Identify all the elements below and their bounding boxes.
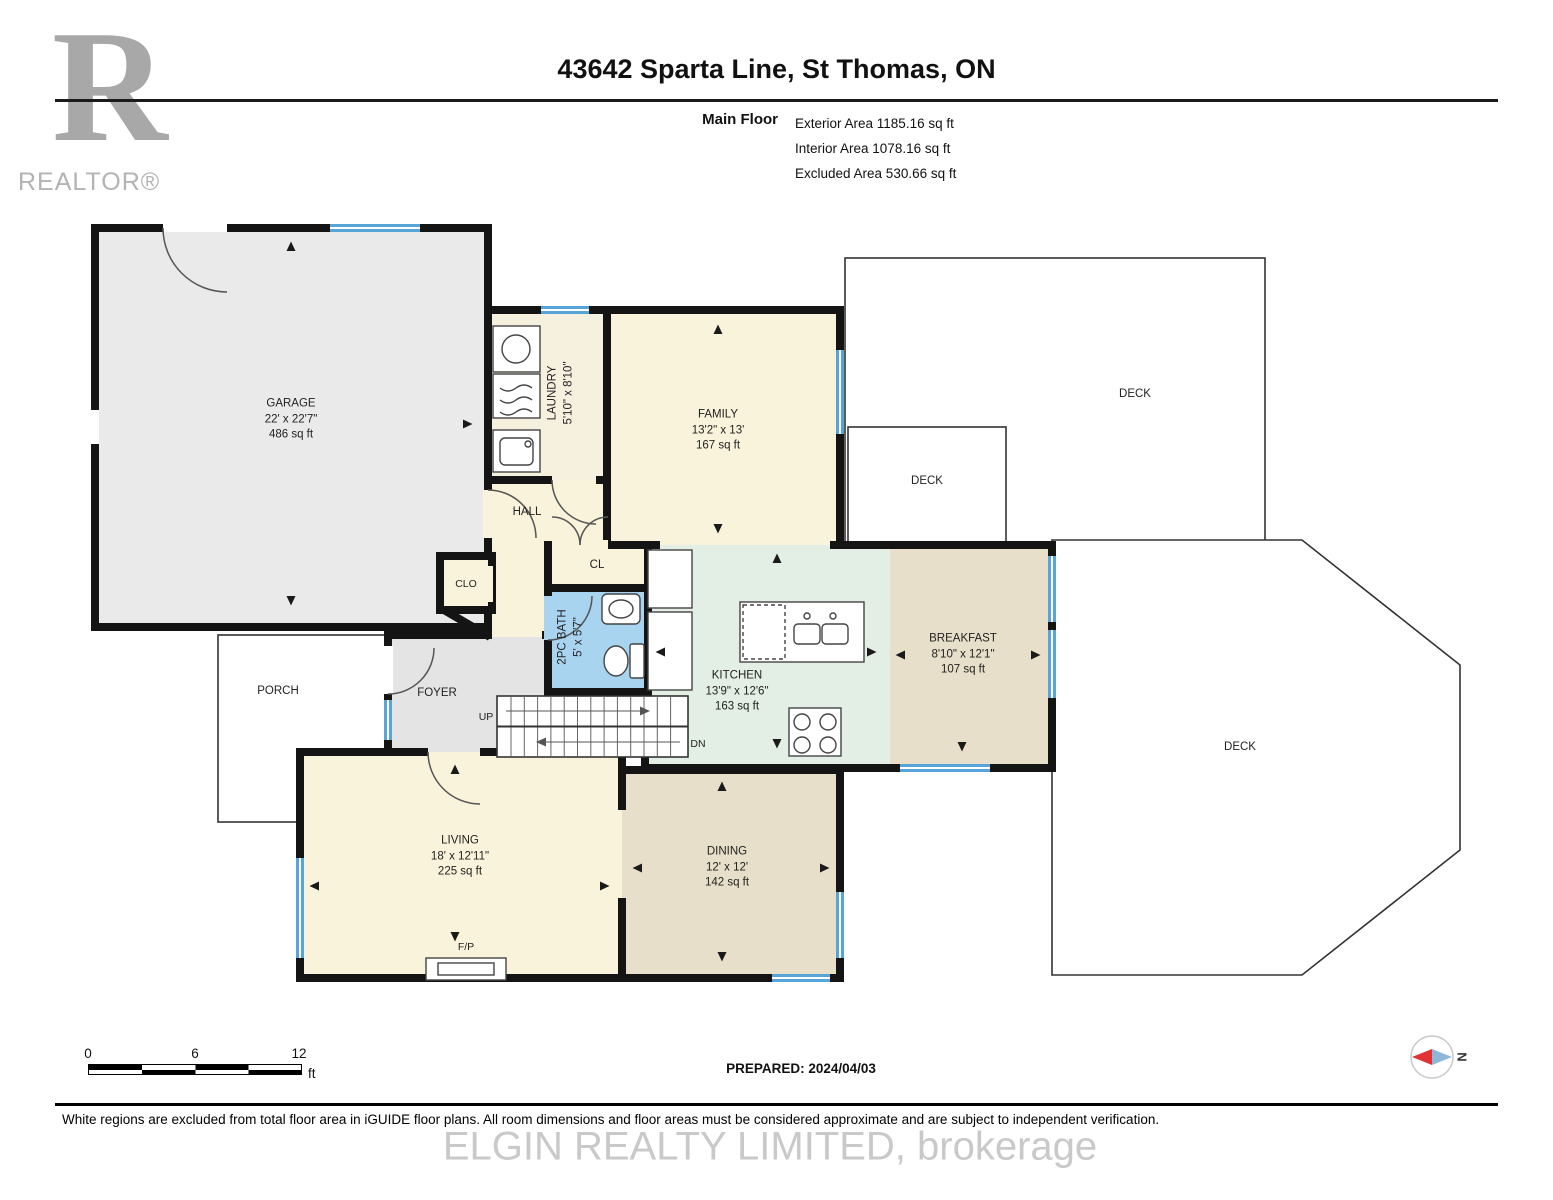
room-label-porch: PORCH <box>257 685 299 698</box>
room-label-living: LIVING 18' x 12'11" 225 sq ft <box>430 834 490 878</box>
fixtures <box>425 325 865 981</box>
room-label-clo: CLO <box>455 577 477 590</box>
interior-area: Interior Area 1078.16 sq ft <box>795 141 951 156</box>
room-label-bath: 2PC BATH 5' x 5'7" <box>556 609 584 665</box>
room-label-garage: GARAGE 22' x 22'7" 486 sq ft <box>264 397 318 441</box>
room-label-deck-right: DECK <box>1224 741 1256 754</box>
room-label-hall: HALL <box>512 506 542 519</box>
room-label-deck-top: DECK <box>1119 388 1151 401</box>
page-title: 43642 Sparta Line, St Thomas, ON <box>557 54 996 84</box>
scale-tick-6: 6 <box>191 1046 199 1061</box>
room-label-deck-small: DECK <box>911 475 943 488</box>
stairs <box>496 695 689 758</box>
room-shapes <box>91 224 1056 982</box>
room-label-family: FAMILY 13'2" x 13' 167 sq ft <box>691 408 745 452</box>
windows <box>296 224 1056 982</box>
stairs-up-label: UP <box>478 710 494 723</box>
exterior-area: Exterior Area 1185.16 sq ft <box>795 116 954 131</box>
scale-unit: ft <box>308 1066 316 1081</box>
room-label-kitchen: KITCHEN 13'9" x 12'6" 163 sq ft <box>705 669 769 713</box>
north-label: N <box>1454 1052 1470 1062</box>
compass-icon <box>1410 1035 1454 1079</box>
stairs-down-label: DN <box>690 737 706 750</box>
deck-outlines <box>217 257 1461 976</box>
realtor-wordmark: REALTOR® <box>18 168 161 196</box>
brokerage-watermark: ELGIN REALTY LIMITED, brokerage <box>442 1124 1098 1169</box>
scale-tick-0: 0 <box>84 1046 92 1061</box>
realtor-logo-icon: R <box>52 0 168 175</box>
room-label-cl: CL <box>589 559 605 572</box>
fireplace-label: F/P <box>457 940 475 953</box>
room-label-breakfast: BREAKFAST 8'10" x 12'1" 107 sq ft <box>929 632 997 676</box>
room-label-laundry: LAUNDRY 5'10" x 8'10" <box>546 361 574 425</box>
room-label-dining: DINING 12' x 12' 142 sq ft <box>704 845 750 889</box>
disclaimer-text: White regions are excluded from total fl… <box>62 1112 1160 1127</box>
floor-label: Main Floor <box>702 111 778 128</box>
header-divider <box>55 99 1498 102</box>
prepared-date: PREPARED: 2024/04/03 <box>726 1061 876 1076</box>
area-summary: Exterior Area 1185.16 sq ft Interior Are… <box>795 111 956 186</box>
excluded-area: Excluded Area 530.66 sq ft <box>795 166 957 181</box>
room-label-foyer: FOYER <box>417 687 457 700</box>
footer-divider <box>55 1103 1498 1106</box>
scale-tick-12: 12 <box>291 1046 307 1061</box>
measurement-arrows <box>286 241 1041 962</box>
scale-bar <box>88 1064 302 1075</box>
door-arcs <box>162 227 609 805</box>
